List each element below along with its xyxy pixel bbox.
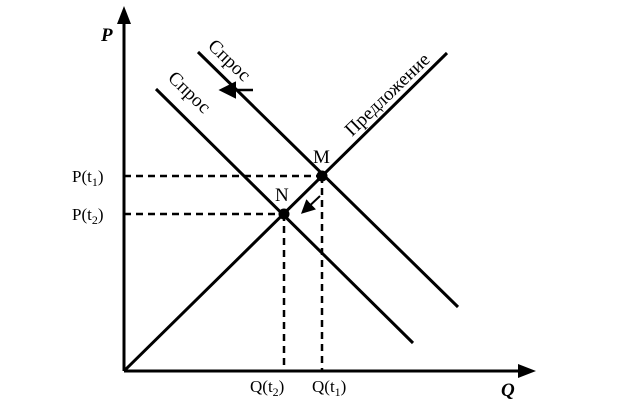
equilibrium-point-m xyxy=(316,170,328,182)
x-axis-label: Q xyxy=(501,380,515,401)
demand-original-label: Спрос xyxy=(204,35,255,85)
demand-shifted-label: Спрос xyxy=(164,67,215,117)
point-n-label: N xyxy=(275,185,289,206)
quantity-label-t1: Q(t1) xyxy=(312,377,346,399)
y-axis-label: P xyxy=(100,25,113,46)
price-label-t2: P(t2) xyxy=(72,205,104,227)
x-axis-arrow-icon xyxy=(518,364,536,378)
point-m-label: M xyxy=(313,147,330,168)
supply-label: Предложение xyxy=(341,49,434,140)
demand-curve-original xyxy=(196,50,460,309)
price-label-t1: P(t1) xyxy=(72,167,104,189)
equilibrium-point-n xyxy=(278,208,290,220)
equilibrium-shift-arrow-icon xyxy=(300,195,321,214)
y-axis-arrow-icon xyxy=(117,6,131,24)
quantity-label-t2: Q(t2) xyxy=(250,377,284,399)
